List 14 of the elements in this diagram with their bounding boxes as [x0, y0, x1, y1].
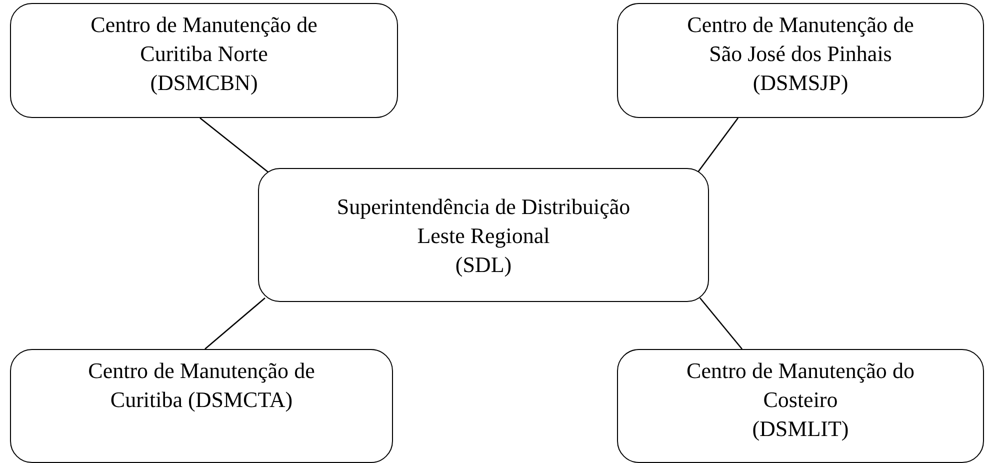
rounded-box: [617, 349, 984, 463]
box-label: Centro de Manutenção do Costeiro (DSMLIT): [686, 357, 914, 443]
connector-line: [204, 298, 266, 350]
box-label: Superintendência de Distribuição Leste Regional (SDL): [336, 192, 630, 278]
box-label: Centro de Manutenção de Curitiba (DSMCTA): [88, 357, 315, 414]
box-label: Centro de Manutenção de São José dos Pinhais (DSMSJP): [687, 11, 914, 97]
rounded-box: [617, 3, 984, 118]
rounded-box: [10, 3, 398, 118]
connector-line: [700, 298, 742, 350]
rounded-box: [258, 168, 709, 302]
connector-line: [200, 118, 268, 172]
connector-line: [697, 118, 739, 172]
rounded-box: [10, 349, 393, 463]
box-label: Centro de Manutenção de Curitiba Norte (DSMCBN): [90, 11, 318, 97]
